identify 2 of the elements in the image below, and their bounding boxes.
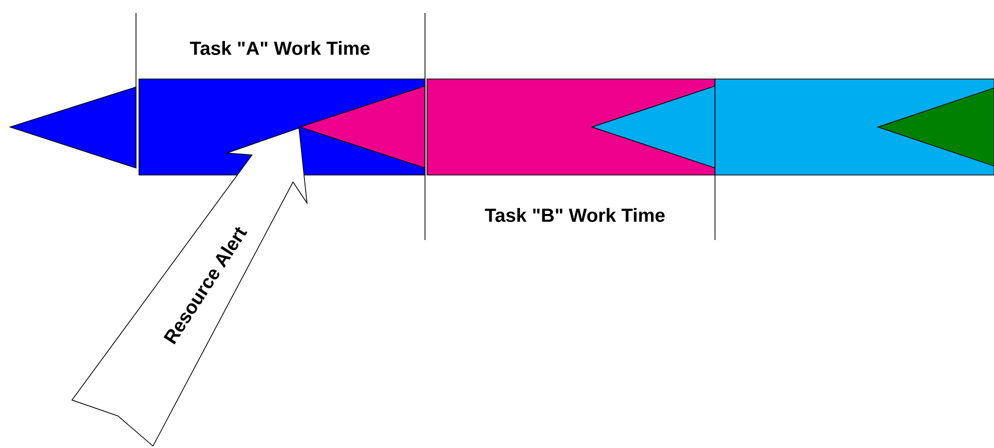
timeline-label: Task "B" Work Time: [484, 208, 665, 222]
timeline-label: Task "A" Work Time: [190, 41, 370, 55]
